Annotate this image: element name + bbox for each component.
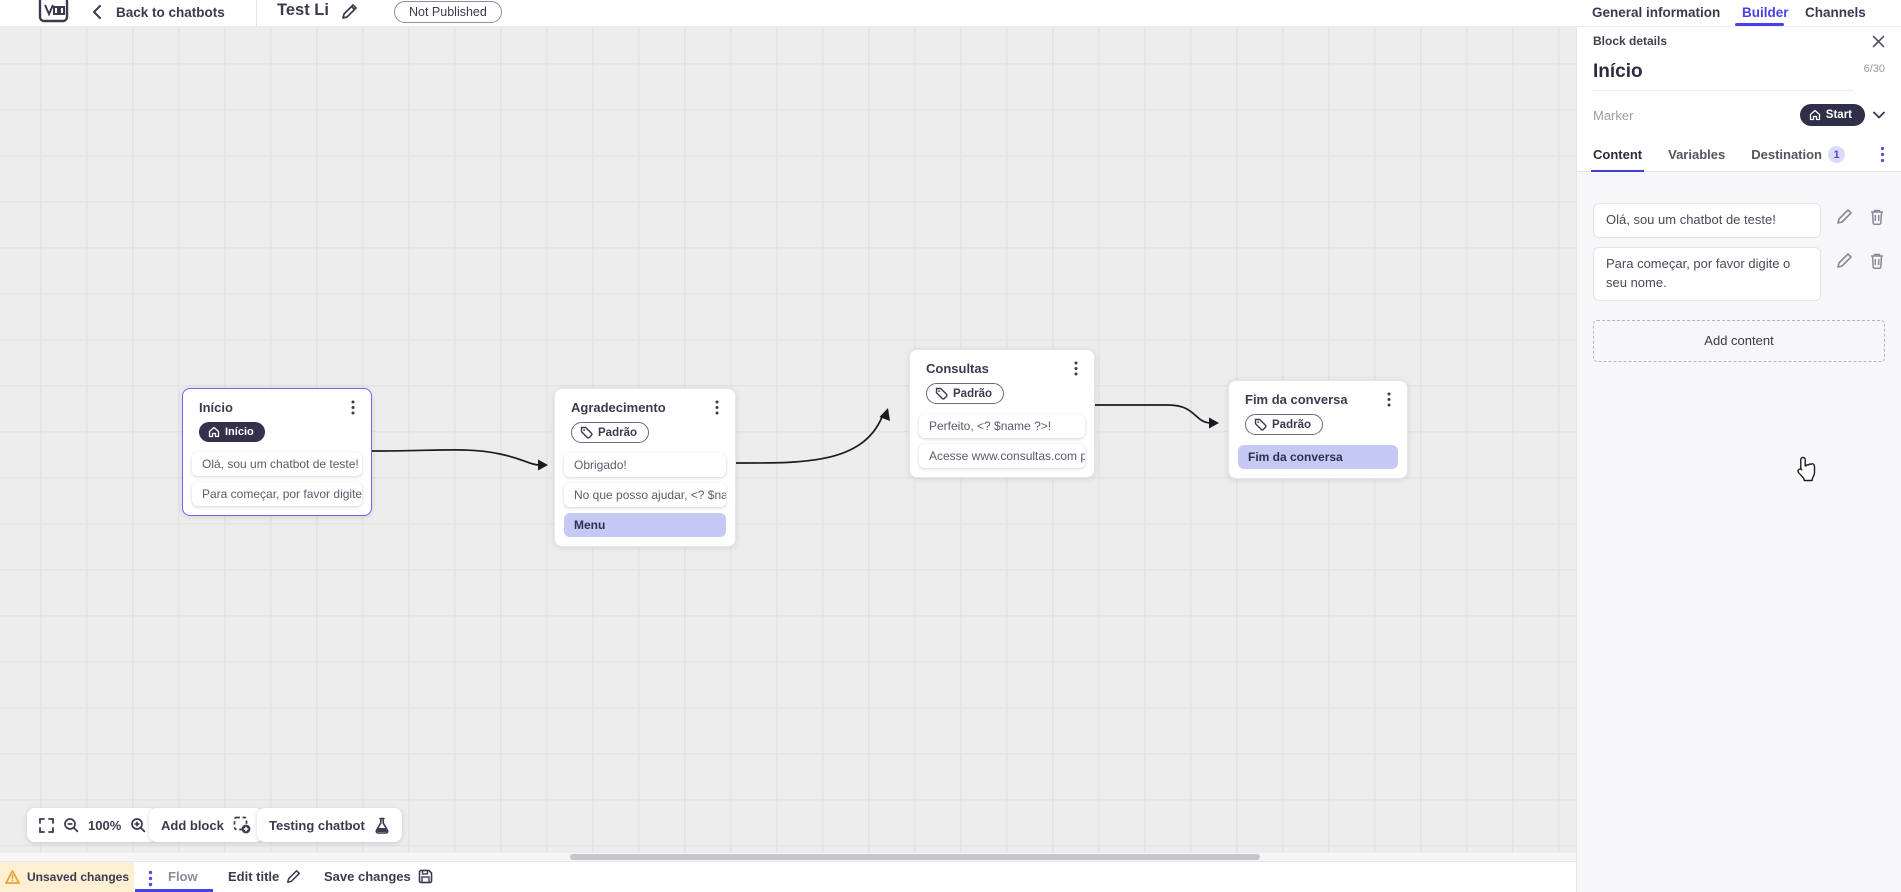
fit-screen-icon[interactable] [39, 817, 54, 833]
active-tab-underline [1735, 23, 1784, 26]
back-chevron-icon[interactable] [90, 4, 106, 20]
edit-content-icon[interactable] [1836, 252, 1853, 269]
tab-general-information[interactable]: General information [1592, 5, 1721, 20]
marker-value: Start [1825, 109, 1852, 121]
tab-destination-label: Destination [1751, 147, 1823, 162]
zoom-out-icon[interactable] [63, 817, 79, 833]
block-name-input[interactable]: Início [1593, 61, 1854, 91]
panel-menu-icon[interactable] [1880, 146, 1885, 163]
block-menu-icon[interactable] [1074, 361, 1078, 376]
flow-block-0[interactable]: Início Início Olá, sou um chatbot de tes… [182, 388, 372, 516]
edit-title-label: Edit title [228, 869, 280, 884]
content-text-field[interactable]: Olá, sou um chatbot de teste! [1593, 203, 1821, 238]
unsaved-changes-label: Unsaved changes [26, 870, 130, 884]
add-content-label: Add content [1704, 333, 1774, 349]
flow-tab-underline [135, 889, 213, 892]
zoom-level: 100% [88, 817, 122, 833]
block-title: Agradecimento [571, 400, 666, 415]
content-row: Para começar, por favor digite o seu nom… [1593, 246, 1885, 301]
chatbot-title: Test Li [277, 1, 329, 19]
block-marker-pill: Padrão [926, 383, 1004, 404]
block-message-item[interactable]: No que posso ajudar, <? $name ... [564, 483, 726, 507]
add-block-button[interactable]: Add block [149, 808, 263, 842]
mouse-cursor [1795, 455, 1819, 483]
flask-icon [374, 817, 390, 834]
tab-variables-label: Variables [1668, 147, 1726, 162]
zoom-in-icon[interactable] [130, 817, 146, 833]
close-icon[interactable] [1872, 35, 1885, 48]
block-marker-pill: Início [199, 422, 265, 442]
block-menu-icon[interactable] [1387, 392, 1391, 407]
delete-content-icon[interactable] [1869, 208, 1885, 225]
content-text-field[interactable]: Para começar, por favor digite o seu nom… [1593, 246, 1821, 301]
panel-tab-variables[interactable]: Variables [1668, 138, 1725, 171]
marker-label: Marker [1593, 107, 1634, 123]
status-badge: Not Published [394, 1, 502, 23]
panel-tab-destination[interactable]: Destination 1 [1751, 138, 1846, 171]
block-menu-icon[interactable] [351, 400, 355, 415]
tab-builder[interactable]: Builder [1742, 5, 1789, 20]
block-message-item[interactable]: Acesse www.consultas.com par... [919, 444, 1085, 468]
tab-channels[interactable]: Channels [1805, 5, 1866, 20]
unsaved-changes-indicator: Unsaved changes [0, 862, 134, 892]
block-message-item[interactable]: Perfeito, <? $name ?>! [919, 414, 1085, 438]
flow-canvas[interactable]: Início Início Olá, sou um chatbot de tes… [0, 27, 1576, 861]
status-bar: Unsaved changes Flow Edit title Save cha… [0, 861, 1576, 892]
block-marker-pill: Padrão [1245, 414, 1323, 435]
panel-tab-content[interactable]: Content [1590, 138, 1645, 172]
block-marker-pill: Padrão [571, 422, 649, 443]
add-block-label: Add block [161, 817, 224, 833]
block-title: Fim da conversa [1245, 392, 1348, 407]
tab-content-label: Content [1593, 147, 1643, 162]
edit-title-pencil-icon[interactable] [341, 3, 358, 20]
tag-icon [1254, 418, 1267, 431]
scrollbar-thumb[interactable] [570, 854, 1260, 860]
top-bar: Back to chatbots Test Li Not Published G… [0, 0, 1901, 27]
content-row: Olá, sou um chatbot de teste! [1593, 203, 1885, 238]
marker-select[interactable]: Start [1799, 104, 1865, 126]
save-changes-label: Save changes [324, 869, 411, 884]
chevron-down-icon[interactable] [1873, 111, 1885, 119]
block-menu-item[interactable]: Menu [564, 513, 726, 537]
block-message-item[interactable]: Para começar, por favor digite o ... [192, 482, 362, 506]
delete-content-icon[interactable] [1869, 252, 1885, 269]
pencil-icon [286, 869, 301, 884]
flow-block-2[interactable]: Consultas Padrão Perfeito, <? $name ?>! A… [909, 349, 1095, 478]
panel-title: Block details [1593, 34, 1668, 48]
warning-icon [5, 870, 20, 884]
tag-icon [580, 426, 593, 439]
home-icon [1809, 109, 1821, 121]
statusbar-menu-icon[interactable] [148, 870, 153, 887]
save-changes-button[interactable]: Save changes [324, 869, 433, 884]
block-message-item[interactable]: Olá, sou um chatbot de teste! [192, 452, 362, 476]
testing-chatbot-button[interactable]: Testing chatbot [257, 808, 402, 842]
block-details-panel: Block details Início 6/30 Marker Start [1576, 27, 1901, 892]
app-logo-icon[interactable] [38, 0, 70, 24]
horizontal-scrollbar[interactable] [0, 853, 1576, 861]
zoom-controls: 100% [27, 808, 159, 842]
char-counter: 6/30 [1863, 63, 1885, 75]
block-title: Consultas [926, 361, 989, 376]
edit-title-button[interactable]: Edit title [228, 869, 301, 884]
add-content-button[interactable]: Add content [1593, 319, 1885, 362]
block-message-item[interactable]: Obrigado! [564, 453, 726, 477]
edit-content-icon[interactable] [1836, 208, 1853, 225]
panel-content-area: Olá, sou um chatbot de teste! Para começ… [1577, 172, 1901, 892]
tab-flow[interactable]: Flow [168, 869, 198, 884]
block-menu-item[interactable]: Fim da conversa [1238, 445, 1398, 469]
tag-icon [935, 387, 948, 400]
flow-block-1[interactable]: Agradecimento Padrão Obrigado! No que pos… [554, 388, 736, 547]
flow-block-3[interactable]: Fim da conversa Padrão Fim da conversa [1228, 380, 1408, 479]
add-block-icon [233, 816, 251, 834]
testing-chatbot-label: Testing chatbot [269, 817, 365, 833]
home-icon [208, 426, 220, 438]
destination-count-badge: 1 [1828, 146, 1846, 163]
block-menu-icon[interactable] [715, 400, 719, 415]
topbar-divider [256, 0, 257, 27]
block-title: Início [199, 400, 233, 415]
save-icon [418, 869, 433, 884]
back-to-chatbots-link[interactable]: Back to chatbots [116, 5, 225, 20]
